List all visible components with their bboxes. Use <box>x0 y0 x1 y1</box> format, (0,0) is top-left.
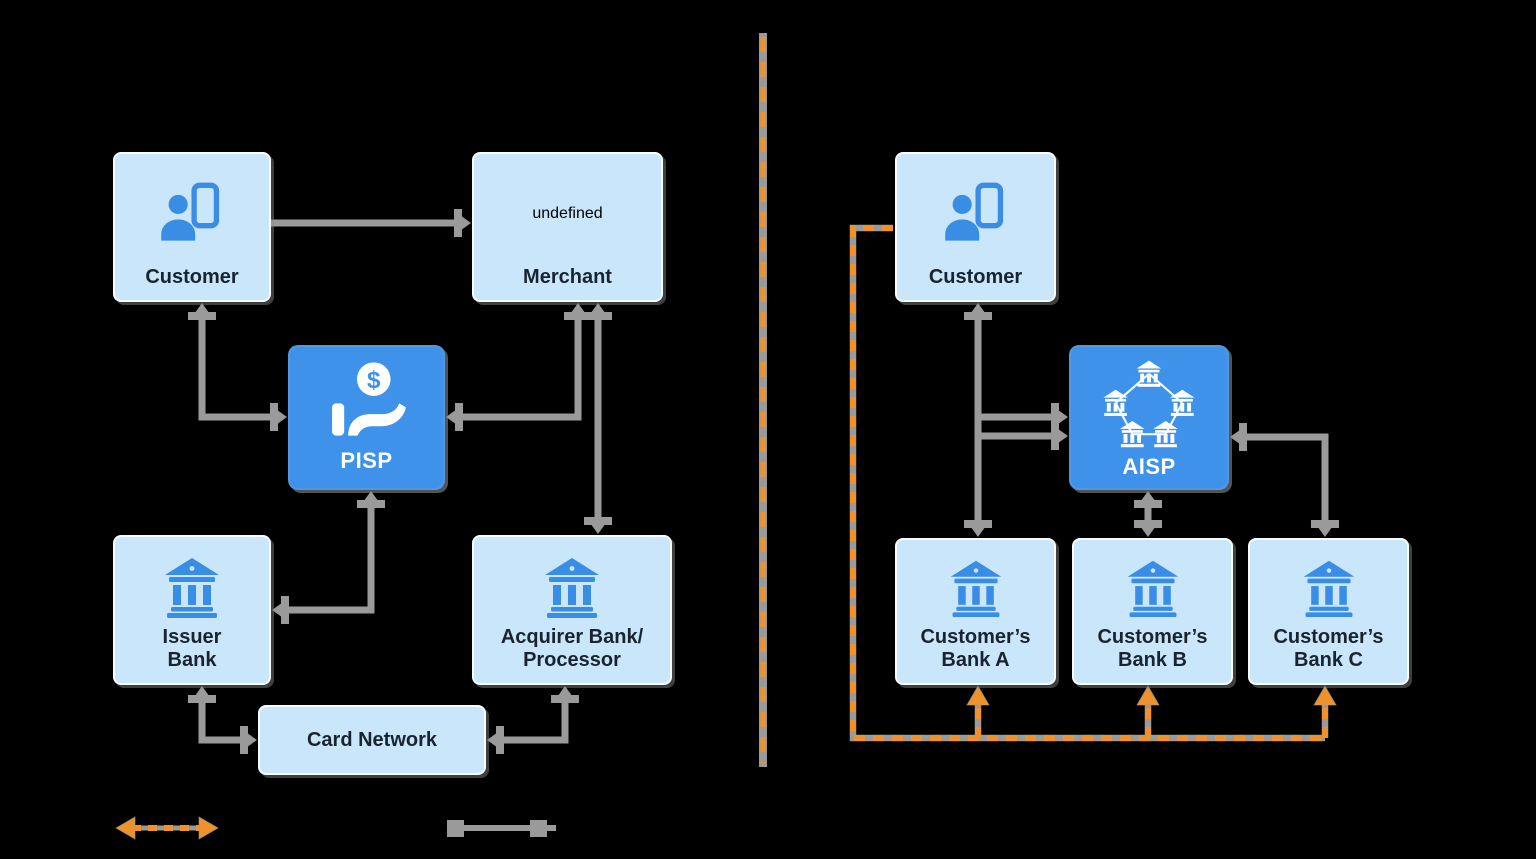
node-pisp: $ PISP <box>288 345 445 490</box>
legend-solid-gray-line <box>447 820 556 837</box>
bank-icon <box>1123 540 1183 626</box>
node-customer-left: Customer <box>113 152 271 302</box>
edge-account-data-flow-bank-b <box>1136 685 1160 738</box>
node-label: Customer <box>145 265 239 288</box>
edge-account-data-flow-main <box>849 224 1325 742</box>
edge-merchant-acquirer <box>584 303 612 534</box>
node-label: Customer’s Bank B <box>1097 626 1208 671</box>
bank-icon <box>160 537 224 626</box>
edge-merchant-pisp <box>446 303 592 431</box>
bank-icon <box>540 537 604 626</box>
edge-issuer-card-network <box>188 686 257 754</box>
node-label: Merchant <box>523 265 612 288</box>
node-label: Card Network <box>306 728 438 751</box>
edge-bank-a-aisp <box>978 422 1068 450</box>
edge-aisp-bank-c <box>1230 423 1339 537</box>
node-acquirer-bank: Acquirer Bank/ Processor <box>472 535 672 685</box>
node-bank-b: Customer’s Bank B <box>1072 538 1233 685</box>
node-label: Customer’s Bank C <box>1273 626 1384 671</box>
svg-text:$: $ <box>366 367 380 394</box>
node-label: AISP <box>1122 454 1176 479</box>
storefront-icon: undefined <box>532 204 603 222</box>
node-label: PISP <box>340 448 393 474</box>
node-aisp: AISP <box>1069 345 1229 490</box>
edge-pisp-issuer <box>272 491 385 624</box>
node-card-network: Card Network <box>258 705 486 775</box>
person-phone-icon <box>155 154 229 266</box>
node-bank-c: Customer’s Bank C <box>1248 538 1409 685</box>
bank-icon <box>1299 540 1359 626</box>
bank-network-icon <box>1097 347 1201 455</box>
edge-aisp-bank-b <box>1134 491 1162 537</box>
edge-card-network-acquirer <box>487 686 579 754</box>
node-customer-right: Customer <box>895 152 1056 302</box>
node-label: Acquirer Bank/ Processor <box>500 626 644 671</box>
edge-customer-to-merchant <box>271 209 471 237</box>
node-issuer-bank: Issuer Bank <box>113 535 271 685</box>
edge-account-data-flow-bank-c <box>1313 685 1337 738</box>
hand-dollar-icon: $ <box>324 347 410 449</box>
node-bank-a: Customer’s Bank A <box>895 538 1056 685</box>
person-phone-icon <box>939 154 1013 266</box>
node-label: Customer <box>928 265 1023 288</box>
edge-account-data-flow-bank-a <box>966 685 990 738</box>
node-label: Issuer Bank <box>162 626 222 671</box>
legend-dashed-orange-double-arrow <box>115 816 219 840</box>
node-label: Customer’s Bank A <box>920 626 1031 671</box>
edge-customer-pisp <box>188 303 287 431</box>
bank-icon <box>946 540 1006 626</box>
